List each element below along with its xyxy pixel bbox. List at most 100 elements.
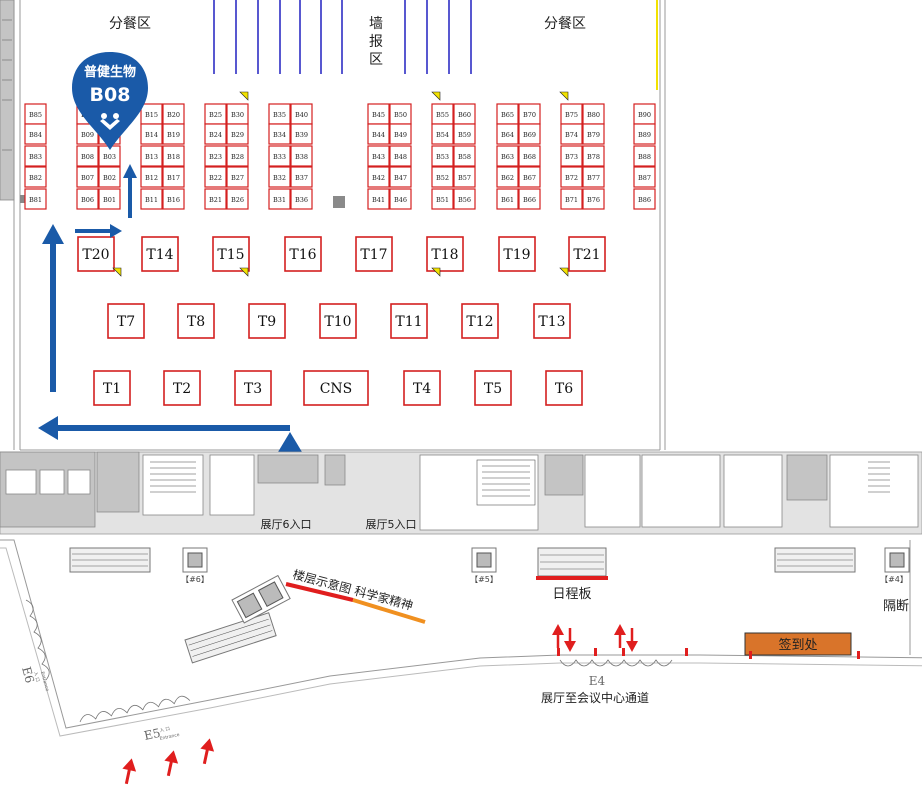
booth-box[interactable]: [226, 123, 249, 145]
booth-b14[interactable]: B14: [140, 123, 163, 145]
checkin-desk[interactable]: 签到处: [744, 632, 852, 656]
booth-box[interactable]: [204, 145, 227, 167]
table-box[interactable]: [77, 236, 115, 272]
booth-box[interactable]: [453, 188, 476, 210]
booth-b79[interactable]: B79: [582, 123, 605, 145]
booth-box[interactable]: [140, 188, 163, 210]
booth-b88[interactable]: B88: [633, 145, 656, 167]
booth-b31[interactable]: B31: [268, 188, 291, 210]
booth-box[interactable]: [268, 123, 291, 145]
booth-b41[interactable]: B41: [367, 188, 390, 210]
booth-box[interactable]: [204, 166, 227, 188]
booth-b78[interactable]: B78: [582, 145, 605, 167]
booth-b59[interactable]: B59: [453, 123, 476, 145]
booth-b56[interactable]: B56: [453, 188, 476, 210]
booth-b24[interactable]: B24: [204, 123, 227, 145]
table-box[interactable]: [498, 236, 536, 272]
table-box[interactable]: [319, 303, 357, 339]
booth-location-pin[interactable]: 普健生物 B08: [72, 52, 148, 150]
booth-box[interactable]: [204, 123, 227, 145]
booth-box[interactable]: [162, 166, 185, 188]
table-t11[interactable]: T11: [390, 303, 428, 339]
booth-box[interactable]: [582, 145, 605, 167]
booth-box[interactable]: [140, 166, 163, 188]
table-t5[interactable]: T5: [474, 370, 512, 406]
booth-box[interactable]: [496, 188, 519, 210]
table-box[interactable]: [212, 236, 250, 272]
booth-b15[interactable]: B15: [140, 103, 163, 125]
table-t9[interactable]: T9: [248, 303, 286, 339]
table-t15[interactable]: T15: [212, 236, 250, 272]
booth-b58[interactable]: B58: [453, 145, 476, 167]
booth-b72[interactable]: B72: [560, 166, 583, 188]
booth-b38[interactable]: B38: [290, 145, 313, 167]
booth-box[interactable]: [453, 145, 476, 167]
booth-b84[interactable]: B84: [24, 123, 47, 145]
booth-b69[interactable]: B69: [518, 123, 541, 145]
booth-box[interactable]: [560, 123, 583, 145]
booth-b74[interactable]: B74: [560, 123, 583, 145]
booth-box[interactable]: [290, 145, 313, 167]
booth-box[interactable]: [496, 123, 519, 145]
booth-box[interactable]: [367, 123, 390, 145]
booth-b62[interactable]: B62: [496, 166, 519, 188]
booth-box[interactable]: [633, 188, 656, 210]
booth-box[interactable]: [633, 123, 656, 145]
booth-b50[interactable]: B50: [389, 103, 412, 125]
booth-box[interactable]: [290, 188, 313, 210]
booth-box[interactable]: [389, 145, 412, 167]
booth-box[interactable]: [162, 123, 185, 145]
booth-b70[interactable]: B70: [518, 103, 541, 125]
table-t12[interactable]: T12: [461, 303, 499, 339]
booth-b67[interactable]: B67: [518, 166, 541, 188]
booth-b21[interactable]: B21: [204, 188, 227, 210]
booth-b42[interactable]: B42: [367, 166, 390, 188]
booth-box[interactable]: [162, 145, 185, 167]
booth-box[interactable]: [431, 166, 454, 188]
booth-b51[interactable]: B51: [431, 188, 454, 210]
booth-box[interactable]: [582, 123, 605, 145]
booth-b64[interactable]: B64: [496, 123, 519, 145]
booth-box[interactable]: [290, 166, 313, 188]
table-box[interactable]: [461, 303, 499, 339]
booth-b77[interactable]: B77: [582, 166, 605, 188]
booth-b53[interactable]: B53: [431, 145, 454, 167]
booth-b54[interactable]: B54: [431, 123, 454, 145]
booth-b36[interactable]: B36: [290, 188, 313, 210]
booth-b49[interactable]: B49: [389, 123, 412, 145]
booth-box[interactable]: [367, 166, 390, 188]
booth-b33[interactable]: B33: [268, 145, 291, 167]
booth-b85[interactable]: B85: [24, 103, 47, 125]
booth-box[interactable]: [367, 145, 390, 167]
booth-b28[interactable]: B28: [226, 145, 249, 167]
booth-b73[interactable]: B73: [560, 145, 583, 167]
booth-box[interactable]: [453, 166, 476, 188]
booth-box[interactable]: [24, 166, 47, 188]
table-box[interactable]: [568, 236, 606, 272]
booth-b86[interactable]: B86: [633, 188, 656, 210]
booth-b47[interactable]: B47: [389, 166, 412, 188]
booth-box[interactable]: [518, 123, 541, 145]
booth-b39[interactable]: B39: [290, 123, 313, 145]
booth-box[interactable]: [367, 188, 390, 210]
booth-box[interactable]: [290, 123, 313, 145]
booth-b65[interactable]: B65: [496, 103, 519, 125]
booth-box[interactable]: [560, 166, 583, 188]
table-t4[interactable]: T4: [403, 370, 441, 406]
table-box[interactable]: [93, 370, 131, 406]
booth-box[interactable]: [389, 188, 412, 210]
booth-b40[interactable]: B40: [290, 103, 313, 125]
booth-b81[interactable]: B81: [24, 188, 47, 210]
booth-box[interactable]: [633, 145, 656, 167]
booth-b34[interactable]: B34: [268, 123, 291, 145]
booth-box[interactable]: [162, 188, 185, 210]
booth-box[interactable]: [24, 145, 47, 167]
booth-b55[interactable]: B55: [431, 103, 454, 125]
booth-box[interactable]: [226, 145, 249, 167]
booth-box[interactable]: [268, 166, 291, 188]
table-cns[interactable]: CNS: [303, 370, 369, 406]
table-box[interactable]: [163, 370, 201, 406]
table-t16[interactable]: T16: [284, 236, 322, 272]
table-t17[interactable]: T17: [355, 236, 393, 272]
booth-box[interactable]: [582, 188, 605, 210]
